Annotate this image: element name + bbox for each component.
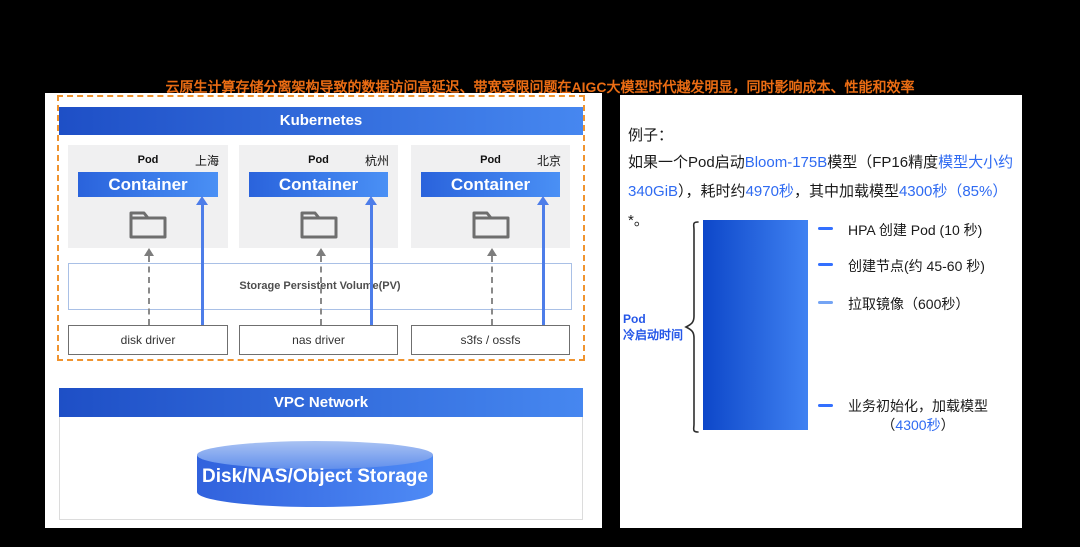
phase-label-model-load-line1: 业务初始化，加载模型	[848, 398, 988, 414]
vpc-network-header: VPC Network	[59, 388, 583, 417]
phase-label-node: 创建节点(约 45-60 秒)	[848, 258, 985, 274]
dashed-arrow-line	[491, 256, 493, 325]
phase-marker-dash	[818, 227, 833, 230]
driver-box-disk: disk driver	[68, 325, 228, 355]
paragraph-highlight-text: Bloom-175B	[744, 154, 828, 171]
pod-label: Pod	[308, 154, 329, 166]
phase-label-hpa: HPA 创建 Pod (10 秒)	[848, 222, 983, 238]
paragraph-text: ），耗时约	[678, 183, 746, 200]
dashed-arrow-line	[148, 256, 150, 325]
paragraph-highlight-text: （85%）	[947, 183, 1008, 200]
dashed-arrow-line	[320, 256, 322, 325]
blue-arrow-line	[201, 204, 204, 325]
storage-cylinder-icon	[197, 441, 433, 507]
paragraph-highlight-text: 4970秒	[745, 183, 794, 200]
container-bar: Container	[249, 172, 388, 197]
blue-arrow-head	[196, 196, 208, 205]
cold-start-label: Pod 冷启动时间	[623, 311, 693, 343]
cold-start-label-line2: 冷启动时间	[623, 328, 684, 342]
blue-arrow-head	[365, 196, 377, 205]
driver-box-nas: nas driver	[239, 325, 398, 355]
dashed-arrow-head	[144, 248, 154, 256]
phase-marker-dash	[818, 301, 833, 304]
blue-arrow-head	[537, 196, 549, 205]
cold-start-time-bar	[703, 220, 808, 430]
phase-label-model-load-line2: （4300秒）	[881, 417, 955, 433]
pod-label: Pod	[480, 154, 501, 166]
container-bar: Container	[421, 172, 560, 197]
right-panel	[620, 95, 1022, 528]
paragraph-text: 如果一个Pod启动	[628, 154, 745, 171]
phase-label-model-load: 业务初始化，加载模型 （4300秒）	[848, 397, 988, 435]
pod-label: Pod	[137, 154, 159, 166]
phase-marker-dash	[818, 404, 833, 407]
example-paragraph: 如果一个Pod启动Bloom-175B模型（FP16精度模型大小约 340GiB）…	[628, 148, 1026, 235]
dashed-arrow-head	[487, 248, 497, 256]
folder-icon	[129, 211, 167, 239]
blue-arrow-line	[370, 204, 373, 325]
brace-icon	[684, 221, 699, 433]
pod-region-label: 杭州	[364, 154, 389, 168]
container-bar: Container	[78, 172, 218, 197]
paragraph-highlight-text: 模型大小约	[938, 154, 1014, 171]
phase-label-image-pull: 拉取镜像（600秒）	[848, 296, 970, 312]
paragraph-text: 模型（FP16精度	[827, 154, 939, 171]
kubernetes-section-border	[57, 95, 585, 361]
folder-icon	[472, 211, 509, 239]
paragraph-highlight-text: 4300秒	[898, 183, 948, 200]
cold-start-label-line1: Pod	[623, 312, 646, 326]
paragraph-text: ，其中加载模型	[793, 183, 899, 200]
folder-icon	[300, 211, 337, 239]
paragraph-text: *。	[628, 212, 649, 229]
paragraph-highlight-text: 340GiB	[628, 183, 679, 200]
blue-arrow-line	[542, 204, 545, 325]
kubernetes-header: Kubernetes	[59, 107, 583, 135]
example-heading: 例子：	[628, 127, 674, 144]
pod-region-label: 上海	[194, 154, 219, 168]
slide-title: 云原生计算存储分离架构导致的数据访问高延迟、带宽受限问题在AIGC大模型时代越发…	[165, 79, 915, 95]
driver-box-s3fs: s3fs / ossfs	[411, 325, 570, 355]
phase-marker-dash	[818, 263, 833, 266]
pod-region-label: 北京	[536, 154, 561, 168]
storage-cylinder-label: Disk/NAS/Object Storage	[202, 466, 428, 487]
dashed-arrow-head	[316, 248, 326, 256]
